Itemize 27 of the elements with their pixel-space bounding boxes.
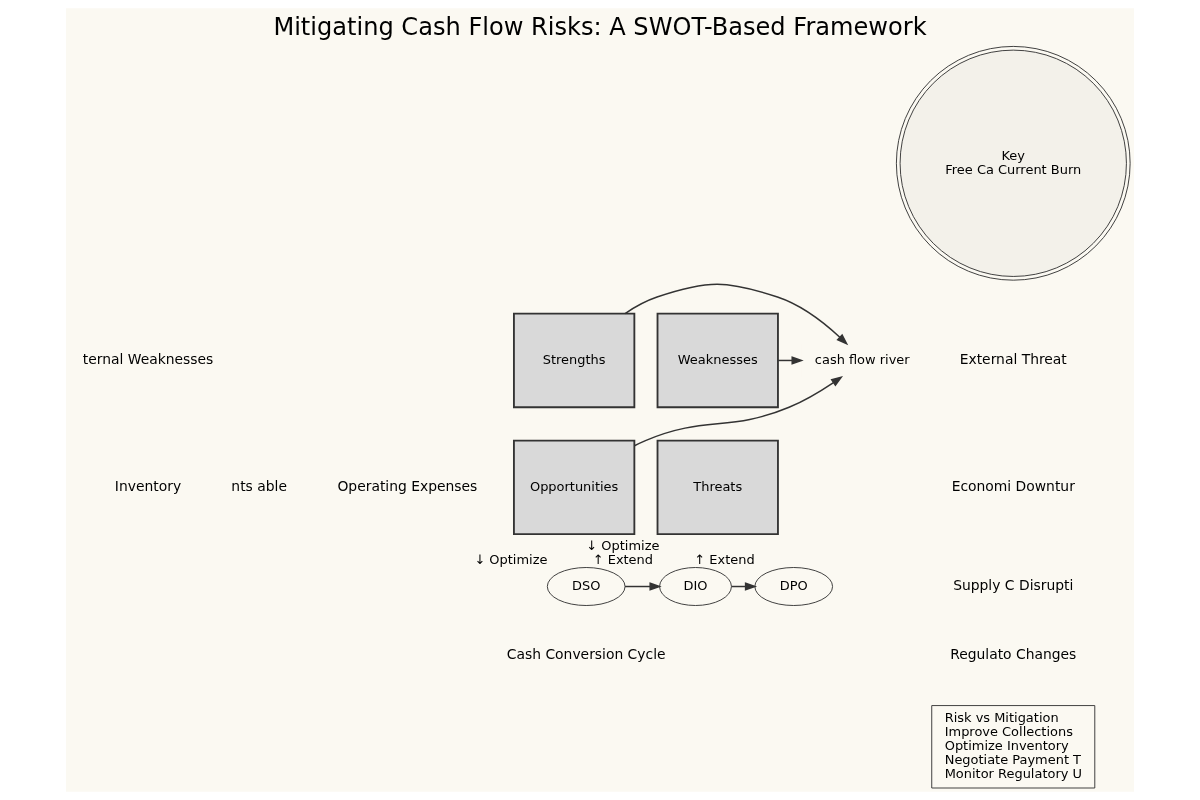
node-box: Weaknesses: [656, 312, 779, 409]
node-box: Risk vs Mitigation Improve Collections Optimize Inventory Negotiate Payment T Monitor Regulatory U: [931, 705, 1096, 789]
label: Operating Expenses: [337, 477, 478, 494]
label: Cash Conversion Cycle: [506, 645, 666, 662]
node-box: Threats: [656, 439, 779, 536]
label: Economi Downtur: [951, 477, 1075, 494]
node-box: Strengths: [513, 312, 636, 409]
node-text: cash flow river: [814, 351, 910, 367]
label: Inventory: [114, 477, 182, 494]
node-label: ↓ Optimize: [586, 538, 660, 554]
label: ternal Weaknesses: [82, 350, 214, 367]
arrow: [624, 582, 662, 591]
arrow: [624, 283, 849, 346]
node-label: ↓ Optimize: [474, 552, 548, 567]
diagram-title: Mitigating Cash Flow Risks: A SWOT-Based Framework: [273, 12, 927, 41]
node-circle: Key Free Ca Current Burn: [895, 45, 1131, 281]
node-ellipse: DSO: [546, 567, 626, 606]
label: Regulato Changes: [950, 645, 1077, 662]
node-label: ↑ Extend: [694, 552, 755, 567]
node-box: Opportunities: [513, 439, 636, 536]
label: nts able: [231, 477, 287, 494]
label: External Threat: [959, 350, 1067, 367]
node-label: ↑ Extend: [592, 552, 654, 567]
node-ellipse: DPO: [754, 567, 833, 606]
node-ellipse: DIO: [659, 567, 732, 606]
arrow: [633, 375, 844, 447]
label: Supply C Disrupti: [953, 576, 1074, 593]
